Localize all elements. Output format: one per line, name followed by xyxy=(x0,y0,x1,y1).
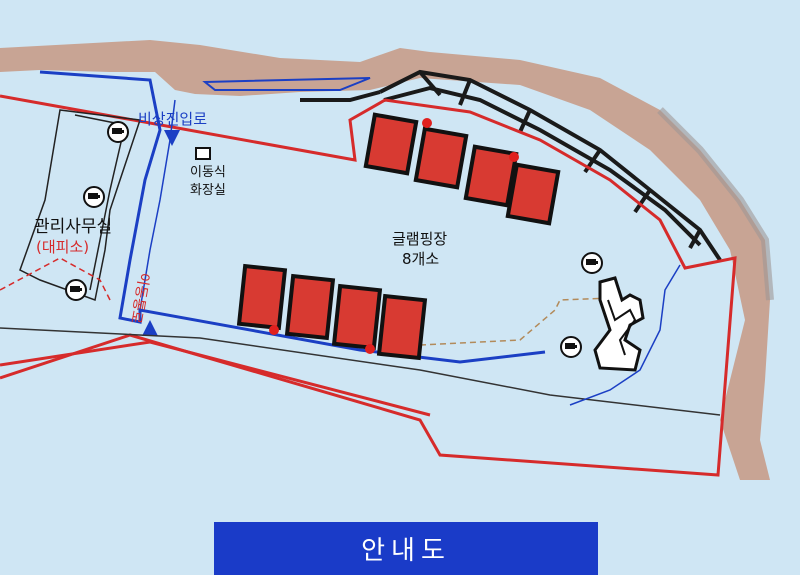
tent-icon xyxy=(463,144,519,208)
portable-toilet-label-1: 이동식 xyxy=(190,165,226,180)
tent-icon xyxy=(236,263,288,331)
cctv-camera-icon xyxy=(560,336,582,358)
top-path xyxy=(202,77,371,91)
arrow-icon xyxy=(142,320,158,336)
title-banner: 안내도 xyxy=(214,522,598,575)
loop-inner xyxy=(607,299,637,356)
cctv-camera-icon xyxy=(65,279,87,301)
emergency-entrance-label: 비상진입로 xyxy=(138,110,207,128)
tent-icon xyxy=(376,293,428,361)
tent-icon xyxy=(284,273,336,341)
gray-road-line xyxy=(0,327,721,416)
tent-icon xyxy=(505,162,561,226)
marker-dot xyxy=(422,118,432,128)
tent-row-top xyxy=(363,112,561,226)
trail-dashed xyxy=(419,297,611,346)
loop-structure xyxy=(593,276,645,372)
tent-icon xyxy=(413,126,469,190)
site-boundary xyxy=(0,94,737,477)
marker-dot xyxy=(509,152,519,162)
cctv-camera-icon xyxy=(107,121,129,143)
tent-row-bottom xyxy=(236,263,428,361)
tent-icon xyxy=(363,112,419,176)
marker-dot xyxy=(269,325,279,335)
cctv-camera-icon xyxy=(581,252,603,274)
tent-icon xyxy=(331,283,383,351)
portable-toilet-label-2: 화장실 xyxy=(190,183,226,198)
dashed-line-office xyxy=(0,257,111,301)
glamping-label-1: 글램핑장 xyxy=(392,230,447,248)
office-area xyxy=(19,109,142,302)
glamping-label-2: 8개소 xyxy=(402,250,439,268)
office-label-1: 관리사무실 xyxy=(34,217,112,237)
office-label-2: (대피소) xyxy=(36,238,89,256)
coast-shadow xyxy=(657,107,774,301)
cctv-camera-icon xyxy=(83,186,105,208)
arrow-icon xyxy=(164,130,180,146)
coastal-roads xyxy=(300,69,722,262)
right-trail xyxy=(569,264,681,406)
marker-dot xyxy=(365,344,375,354)
inner-boundary xyxy=(0,340,431,417)
portable-toilet-icon xyxy=(195,147,211,160)
emergency-path-thin xyxy=(139,99,176,311)
